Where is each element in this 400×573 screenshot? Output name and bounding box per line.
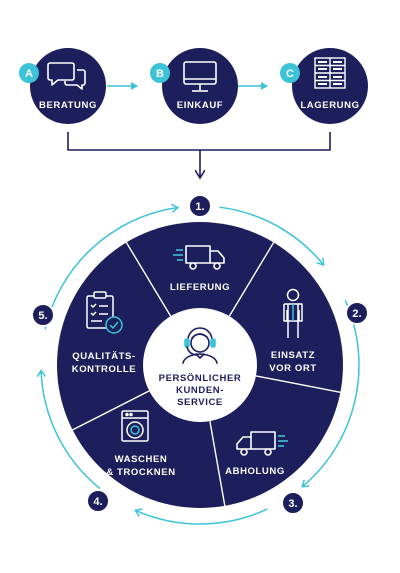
monitor-icon (183, 61, 217, 92)
ring-arrowhead (36, 369, 46, 378)
step-label: EINKAUF (177, 100, 223, 111)
ring-arrowhead (134, 508, 143, 517)
sector-label-line-2: & TROCKNEN (106, 467, 175, 478)
sector-label: ABHOLUNG (225, 466, 285, 477)
number-badge-5: 5. (31, 303, 55, 327)
number-label: 2. (352, 308, 361, 320)
step-letter-badge (19, 63, 39, 83)
sector-qualitaetskontrolle: QUALITÄTS- KONTROLLE (72, 291, 137, 375)
sector-divider (228, 242, 275, 317)
sector-label-line-1: WASCHEN (115, 454, 168, 465)
number-label: 3. (288, 498, 297, 510)
sector-divider (72, 390, 150, 431)
number-label: 4. (93, 496, 102, 508)
ring-arrow-arc (219, 206, 325, 266)
ring-arrow-arc (135, 508, 268, 525)
step-letter-badge (280, 63, 300, 83)
step-label: BERATUNG (39, 100, 97, 111)
ring-arrow-arc (40, 370, 101, 490)
sector-label-line-2: VOR ORT (269, 363, 316, 374)
ring-arrow-arc (44, 206, 178, 330)
sector-label-line-1: QUALITÄTS- (72, 351, 136, 362)
ring-arrowhead (171, 203, 180, 213)
sector-divider (209, 421, 226, 506)
center-label-line-2: KUNDEN- (176, 385, 224, 396)
number-label: 1. (195, 201, 204, 213)
sector-divider (125, 242, 172, 317)
pickup-truck-icon (236, 431, 288, 456)
step-letter: C (286, 68, 294, 80)
clipboard-check-icon (86, 291, 123, 334)
number-badge-4: 4. (86, 489, 110, 513)
step-letter: A (25, 68, 33, 80)
center-label-line-1: PERSÖNLICHER (159, 373, 242, 384)
bracket-connector (67, 132, 331, 151)
number-label: 5. (38, 310, 47, 322)
number-badge-1: 1. (188, 194, 212, 218)
step-einkauf: EINKAUF B (150, 48, 238, 124)
sector-lieferung: LIEFERUNG (170, 245, 230, 293)
center-label-line-3: SERVICE (177, 397, 223, 408)
sector-label-line-1: EINSATZ (271, 350, 315, 361)
ring-arrowhead (301, 479, 310, 488)
step-label: LAGERUNG (300, 100, 359, 111)
ring-arrowhead (316, 257, 325, 266)
chat-bubbles-icon (47, 62, 86, 90)
cycle-ring-arrows (36, 203, 360, 525)
step-letter-badge (150, 63, 170, 83)
service-cycle: PERSÖNLICHER KUNDEN- SERVICE LIEFERUNG (31, 194, 369, 525)
top-process-row: BERATUNG A EINKAUF B (19, 48, 368, 177)
sector-label-line-2: KONTROLLE (72, 364, 137, 375)
worker-person-icon (283, 288, 303, 338)
step-circle (30, 48, 106, 124)
step-lagerung: LAGERUNG C (280, 48, 368, 124)
sector-dividers (72, 242, 341, 506)
sector-divider (255, 375, 341, 393)
sector-label: LIEFERUNG (170, 282, 230, 293)
step-beratung: BERATUNG A (19, 48, 106, 124)
delivery-truck-icon (173, 245, 225, 270)
step-letter: B (156, 68, 164, 80)
sector-abholung: ABHOLUNG (225, 431, 288, 477)
sector-waschen-trocknen: WASCHEN & TROCKNEN (106, 410, 175, 478)
washing-machine-icon (121, 410, 149, 442)
center-circle (143, 308, 257, 422)
sector-einsatz-vor-ort: EINSATZ VOR ORT (269, 288, 316, 374)
ring-arrow-arc (301, 300, 360, 488)
number-badge-2: 2. (345, 301, 369, 325)
storage-shelf-icon (314, 57, 346, 89)
headset-agent-icon (182, 327, 218, 364)
number-badge-3: 3. (281, 491, 305, 515)
